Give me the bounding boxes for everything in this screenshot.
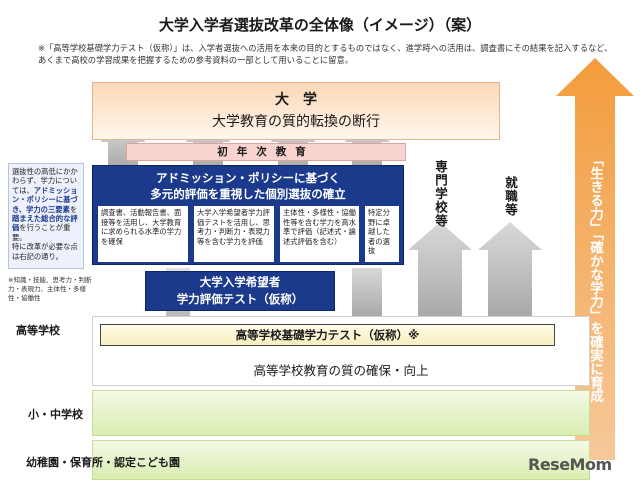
- admission-title-line2: 多元的評価を重視した個別選抜の確立: [150, 187, 346, 201]
- admission-box-diversity: 主体性・多様性・協働性等を含む学力を高水準で評価（記述式・論述式評価を含む）: [279, 205, 360, 263]
- applicant-test-line1: 大学入学希望者: [199, 275, 281, 289]
- applicant-assessment-test: 大学入学希望者 学力評価テスト（仮称）: [145, 271, 335, 311]
- employment-label: 就職等: [503, 176, 518, 217]
- high-school-quality-text: 高等学校教育の質の確保・向上: [253, 363, 429, 378]
- vocational-school-label: 専門学校等: [433, 160, 448, 228]
- preschool-label: 幼稚園・保育所・認定こども園: [26, 456, 180, 469]
- preschool-band: [92, 440, 590, 480]
- basic-academic-test: 高等学校基礎学力テスト（仮称）※: [100, 324, 555, 346]
- applicant-test-line2: 学力評価テスト（仮称）: [176, 292, 304, 306]
- elementary-band: [92, 390, 590, 436]
- university-box: 大 学 大学教育の質的転換の断行: [92, 82, 500, 140]
- high-school-label: 高等学校: [16, 324, 60, 337]
- side-note-highlight-1: アドミッション・ポリシーに基づき、学力の三要素: [12, 185, 78, 214]
- university-heading: 大 学: [275, 92, 317, 108]
- admission-box-documents: 調査書、活動報告書、面接等を活用し、大学教育に求められる水準の学力を確保: [97, 205, 189, 263]
- side-note-text-4: 特に改革が必要な点は右記の通り。: [12, 242, 78, 261]
- university-subtitle: 大学教育の質的転換の断行: [212, 114, 380, 130]
- resemom-logo: ReseMom: [528, 455, 612, 474]
- vocational-arrow: [408, 222, 472, 316]
- elementary-label: 小・中学校: [28, 408, 83, 421]
- employment-arrow: [478, 222, 542, 316]
- footnote-text: ※「高等学校基礎学力テスト（仮称）」は、入学者選抜への活用を本来の目的とするもの…: [38, 43, 613, 65]
- side-note: 選抜性の高低にかかわらず、学力については、アドミッション・ポリシーに基づき、学力…: [8, 163, 84, 269]
- admission-box-test: 大学入学希望者学力評価テストを活用し、思考力・判断力・表現力等を含む学力を評価: [193, 205, 275, 263]
- admission-title-line1: アドミッション・ポリシーに基づく: [156, 171, 340, 185]
- admission-box-special: 特定分野に卓越した者の選抜: [364, 205, 400, 263]
- skills-note: ※知識・技能、思考力・判断力・表現力、主体性・多様性・協働性: [8, 276, 92, 302]
- side-note-text-3: を行うことが重要。: [12, 223, 71, 242]
- side-note-highlight-2: 踏まえた総合的な評価: [12, 214, 78, 233]
- big-arrow-label: 「生きる力」「確かな学力」を確実に育成: [587, 153, 603, 403]
- page-title: 大学入学者選抜改革の全体像（イメージ）（案）: [158, 16, 482, 34]
- side-note-text-1: 選抜性の高低にかかわらず、学力については、: [12, 167, 78, 195]
- first-year-education: 初年次教育: [126, 143, 406, 161]
- up-arrow-6: [352, 268, 382, 316]
- side-note-text-2: を: [69, 204, 78, 214]
